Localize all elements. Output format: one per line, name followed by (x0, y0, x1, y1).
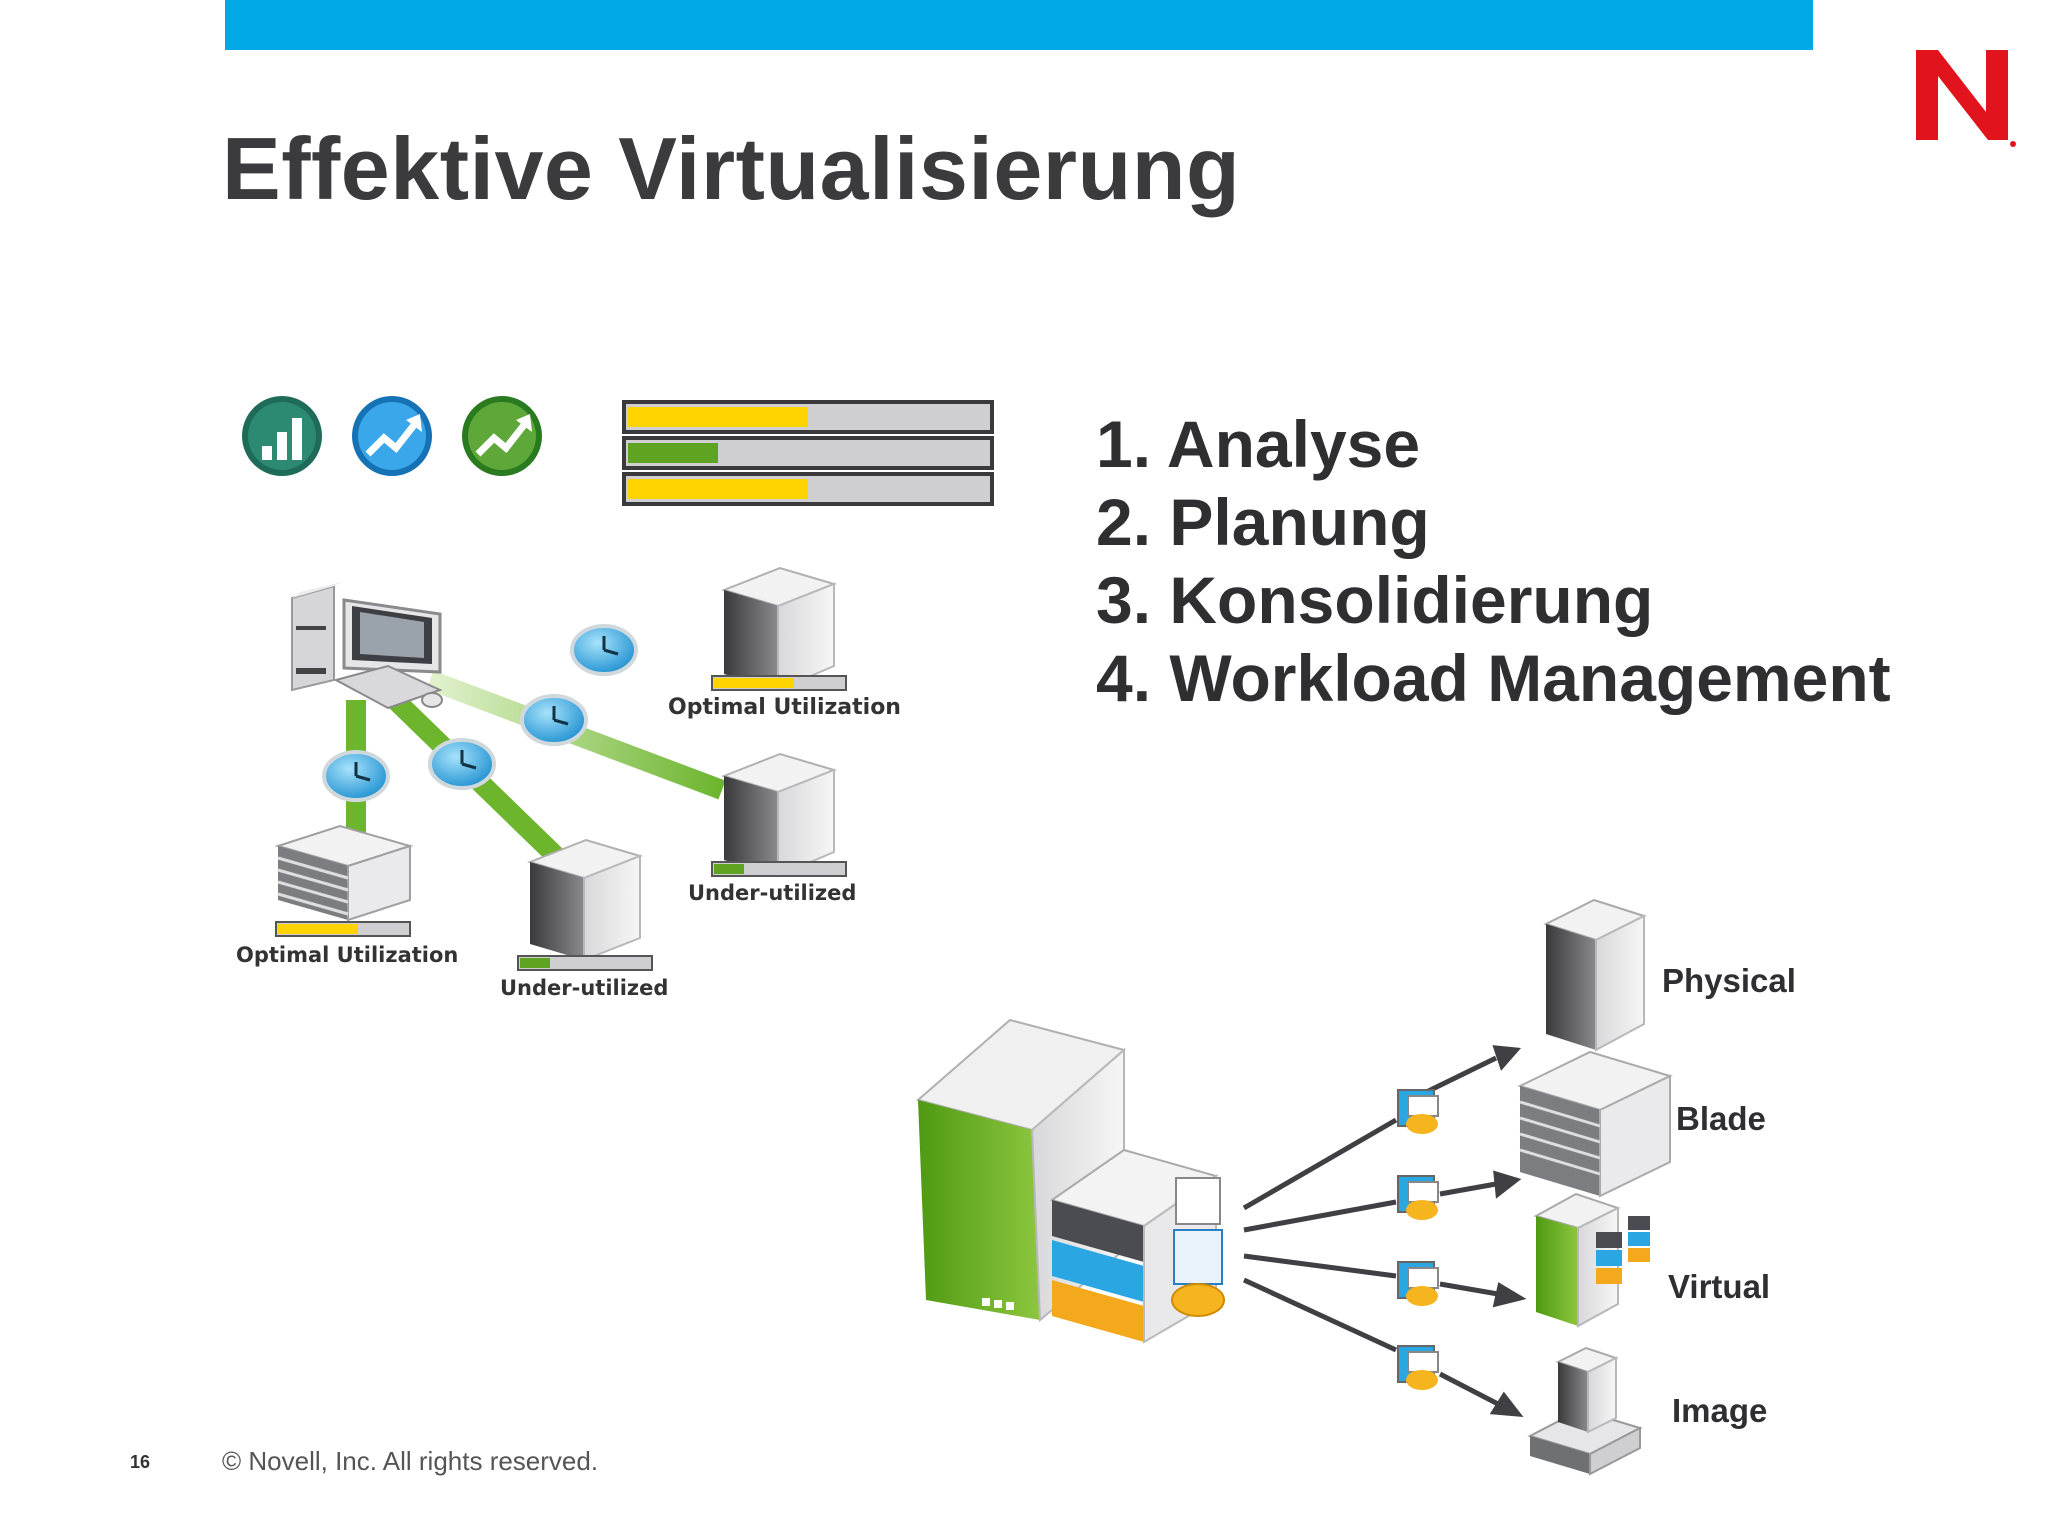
step-item: 1. Analyse (1096, 407, 1421, 481)
blade-target-icon (1517, 1050, 1673, 1198)
utilization-bars (622, 400, 994, 506)
utilization-bar-fill (628, 407, 808, 427)
step-item: 2. Planung (1096, 485, 1430, 559)
server-icon (711, 566, 847, 692)
utilization-bar-fill (628, 443, 718, 463)
image-package-icon (1397, 1261, 1439, 1306)
target-label-physical: Physical (1662, 962, 1796, 999)
clock-icon (520, 694, 588, 746)
steps-list: 1. Analyse 2. Planung 3. Konsolidierung … (1096, 405, 1891, 717)
bar-chart-icon (242, 396, 322, 476)
server-icon (517, 838, 653, 971)
blade-server-icon (274, 824, 414, 937)
target-label-blade: Blade (1676, 1100, 1766, 1137)
step-item: 3. Konsolidierung (1096, 563, 1654, 637)
virtual-server-icon (1533, 1192, 1650, 1328)
target-label-virtual: Virtual (1668, 1268, 1770, 1305)
server-icon (711, 752, 847, 878)
top-accent-bar (225, 0, 1813, 50)
computer-icon (291, 582, 443, 710)
copyright-text: © Novell, Inc. All rights reserved. (222, 1446, 599, 1476)
image-target-icon (1527, 1346, 1643, 1476)
clock-icon (428, 738, 496, 790)
trend-up-green-icon (462, 396, 542, 476)
mid-server-label: Under-utilized (688, 881, 856, 905)
image-package-icon (1397, 1175, 1439, 1220)
step-item: 4. Workload Management (1096, 641, 1891, 715)
trend-up-icon (352, 396, 432, 476)
physical-server-icon (1543, 898, 1647, 1052)
clock-icon (322, 750, 390, 802)
image-package-icon (1397, 1345, 1439, 1390)
deployment-arrows (1242, 1045, 1527, 1417)
utilization-bar-fill (628, 479, 808, 499)
novell-logo-icon (1916, 50, 2016, 147)
target-label-image: Image (1672, 1392, 1767, 1429)
image-package-icon (1397, 1089, 1439, 1134)
bottom-server-label: Under-utilized (500, 976, 668, 1000)
page-number: 16 (130, 1452, 151, 1472)
slide-title: Effektive Virtualisierung (222, 119, 1241, 218)
top-server-label: Optimal Utilization (668, 695, 901, 720)
deployment-server-icon (915, 1018, 1225, 1344)
blade-label: Optimal Utilization (236, 943, 458, 967)
clock-icon (570, 624, 638, 676)
